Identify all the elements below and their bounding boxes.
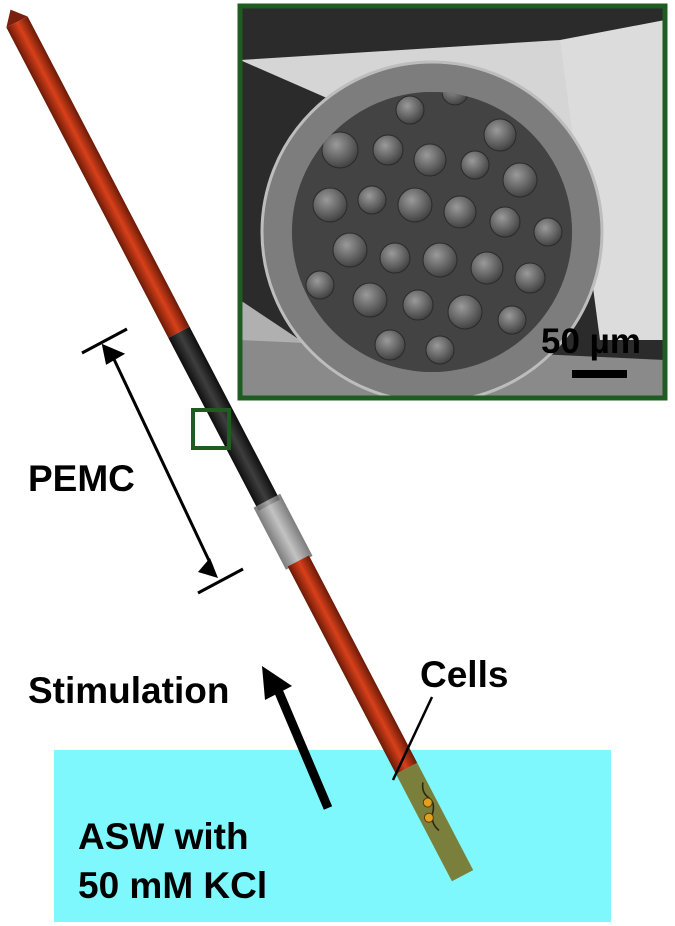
cell xyxy=(423,812,434,823)
sem-inset xyxy=(237,3,668,401)
capillary-fiber xyxy=(6,9,474,882)
cell-processes xyxy=(421,782,440,832)
fiber-red-upper-segment xyxy=(6,16,190,338)
cells-leader-line xyxy=(391,696,434,781)
cells-label: Cells xyxy=(420,654,509,695)
fiber-gray-junction xyxy=(253,493,313,570)
pemc-label: PEMC xyxy=(28,458,135,499)
encapsulated-cells xyxy=(305,92,563,365)
pemc-arrowhead-top xyxy=(101,343,126,365)
fiber-pemc-segment xyxy=(168,326,280,511)
stimulation-arrowhead xyxy=(262,666,292,700)
zoom-region-box xyxy=(191,408,231,450)
fiber-submerged-end xyxy=(395,762,474,882)
stimulation-label: Stimulation xyxy=(28,670,230,711)
pemc-length-indicator xyxy=(81,327,244,595)
scale-bar xyxy=(572,370,627,378)
solution-bath xyxy=(54,750,611,922)
sem-inset-border xyxy=(237,3,668,401)
scale-bar-label: 50 µm xyxy=(541,322,641,361)
solution-label: ASW with 50 mM KCl xyxy=(78,812,267,910)
stimulation-arrow-shaft xyxy=(273,688,333,810)
cell xyxy=(422,797,433,808)
solution-label-line2: 50 mM KCl xyxy=(78,865,268,906)
fiber-red-lower-segment xyxy=(287,555,418,775)
fiber-tip xyxy=(6,9,28,28)
pemc-arrowhead-bottom xyxy=(198,558,218,578)
solution-label-line1: ASW with xyxy=(78,816,249,857)
